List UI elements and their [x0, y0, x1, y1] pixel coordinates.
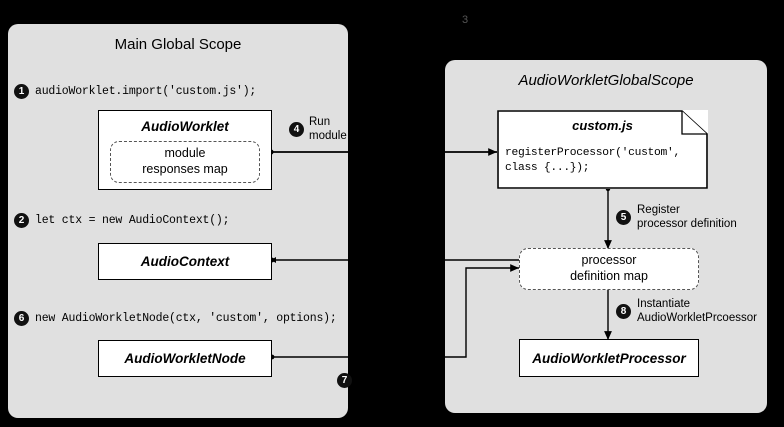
dashed-processor-definition-map: processor definition map	[519, 248, 699, 290]
background-right-strip	[767, 0, 784, 427]
background-gap	[348, 0, 445, 427]
box-audiocontext: AudioContext	[98, 243, 272, 280]
step-marker-6: 6	[14, 311, 29, 326]
annotation-run-module: Run module	[309, 116, 347, 143]
dashed-module-responses-map-label: module responses map	[142, 146, 228, 176]
panel-title-main-global-scope: Main Global Scope	[114, 36, 242, 53]
file-custom-js-name: custom.js	[572, 118, 633, 133]
box-audiocontext-label: AudioContext	[140, 254, 230, 269]
box-audioworkletprocessor: AudioWorkletProcessor	[519, 339, 699, 377]
annotation-register-processor-definition: Register processor definition	[637, 204, 737, 231]
annotation-instantiate-audioworkletprocessor: Instantiate AudioWorkletPrcoessor	[637, 298, 757, 325]
step-marker-1: 1	[14, 84, 29, 99]
step-label-3: 3	[462, 14, 469, 26]
code-line-1: audioWorklet.import('custom.js');	[35, 85, 257, 98]
dashed-processor-definition-map-label: processor definition map	[570, 253, 648, 283]
file-custom-js-code: registerProcessor('custom', class {...})…	[505, 147, 687, 175]
code-line-6: new AudioWorkletNode(ctx, 'custom', opti…	[35, 312, 337, 325]
background-top-strip	[348, 0, 784, 60]
code-line-2: let ctx = new AudioContext();	[35, 214, 230, 227]
panel-title-audioworkletglobalscope: AudioWorkletGlobalScope	[518, 72, 694, 89]
box-audioworklet-label: AudioWorklet	[141, 119, 229, 134]
dashed-module-responses-map: module responses map	[110, 141, 260, 183]
box-audioworkletnode-label: AudioWorkletNode	[124, 351, 246, 366]
step-marker-8: 8	[616, 304, 631, 319]
box-audioworkletnode: AudioWorkletNode	[98, 340, 272, 377]
step-marker-7-number: 7	[341, 374, 348, 386]
file-custom-js: custom.js registerProcessor('custom', cl…	[497, 110, 708, 189]
background-bottom-strip	[348, 413, 784, 427]
box-audioworkletprocessor-label: AudioWorkletProcessor	[532, 350, 686, 366]
step-marker-4: 4	[289, 122, 304, 137]
step-marker-5: 5	[616, 210, 631, 225]
step-marker-2: 2	[14, 213, 29, 228]
step-marker-7: 7	[337, 373, 352, 388]
